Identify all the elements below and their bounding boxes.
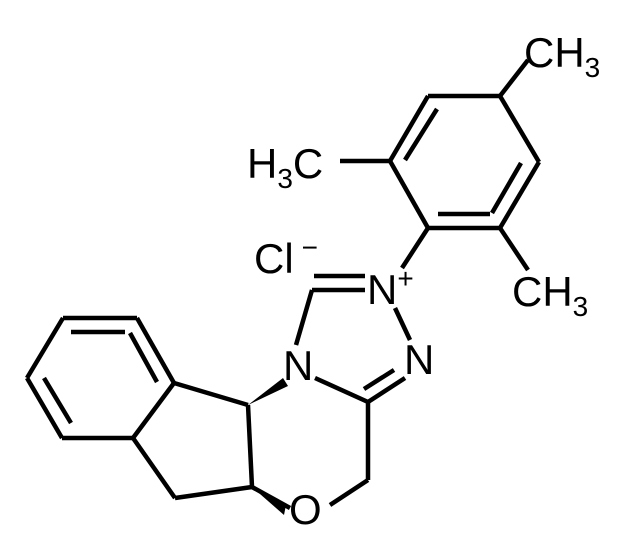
benzo-ring [25, 315, 176, 441]
bond-double-inner [42, 376, 73, 425]
bond [392, 307, 413, 341]
wedge-bond-lower [252, 487, 286, 515]
n-plus-label: N+ [367, 263, 414, 313]
cyclopentane-ring [131, 380, 253, 501]
bond-methyl-top [498, 58, 530, 98]
ch3-top-label: CH3 [524, 29, 600, 83]
oxygen-label: O [289, 486, 322, 533]
bond [245, 404, 255, 488]
bond-double-inner [362, 368, 396, 391]
bond [388, 94, 430, 163]
ch3-right-label: CH3 [512, 268, 588, 322]
bond [293, 289, 315, 346]
bond [25, 376, 64, 440]
bond-double-inner [403, 107, 439, 162]
mesityl-ring [388, 93, 541, 231]
bond [388, 159, 430, 230]
n-lower-label: N [404, 336, 434, 383]
bond [498, 160, 541, 230]
triazolium-ring [293, 273, 413, 405]
bond-aryl-n [400, 226, 430, 270]
bond-double-inner [490, 161, 523, 215]
bond [498, 94, 541, 164]
bond [131, 381, 176, 440]
bond [314, 375, 369, 405]
bond [174, 484, 253, 501]
wedge-bond-upper [248, 378, 288, 405]
bond-methyl-right [498, 226, 530, 272]
bond-double-inner [128, 331, 159, 384]
n-ring-label: N [283, 342, 313, 389]
bond [366, 376, 407, 404]
h3c-left-label: H3C [247, 140, 323, 194]
bond [131, 436, 177, 500]
bond [25, 316, 65, 380]
bond [328, 478, 370, 507]
bond [135, 316, 176, 385]
chloride-label: Cl− [254, 232, 318, 282]
bond [173, 380, 249, 408]
